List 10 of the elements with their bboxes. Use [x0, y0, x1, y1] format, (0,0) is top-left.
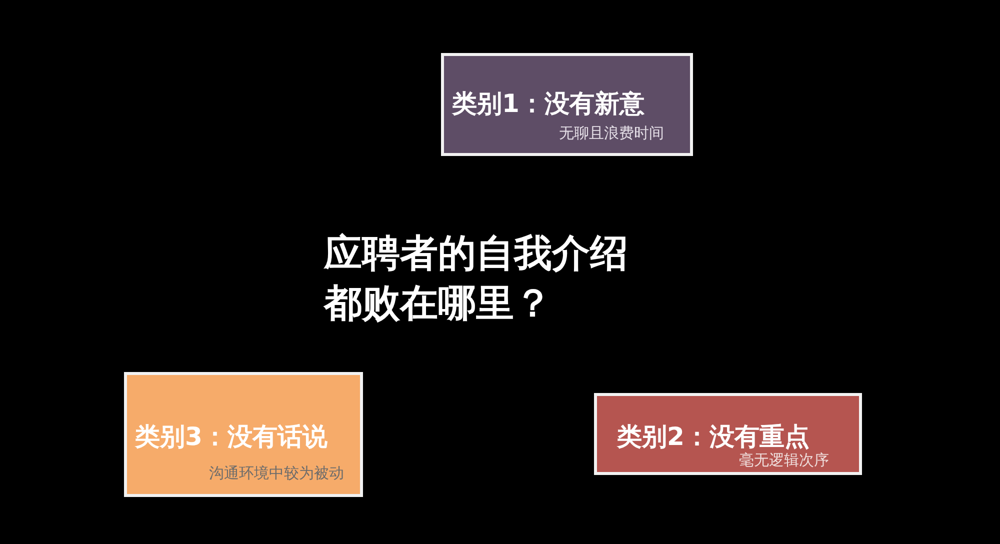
category-box	[441, 53, 693, 156]
category-heading: 类别1：没有新意	[452, 90, 644, 118]
category-box	[594, 393, 862, 475]
category-box	[124, 372, 363, 497]
category-description: 毫无逻辑次序	[739, 452, 829, 468]
category-heading: 类别3：没有话说	[135, 423, 328, 450]
category-heading: 类别2：没有重点	[617, 423, 810, 450]
category-description: 无聊且浪费时间	[559, 125, 664, 142]
category-description: 沟通环境中较为被动	[209, 465, 344, 482]
title-heading: 应聘者的自我介绍都败在哪里？	[324, 230, 629, 327]
